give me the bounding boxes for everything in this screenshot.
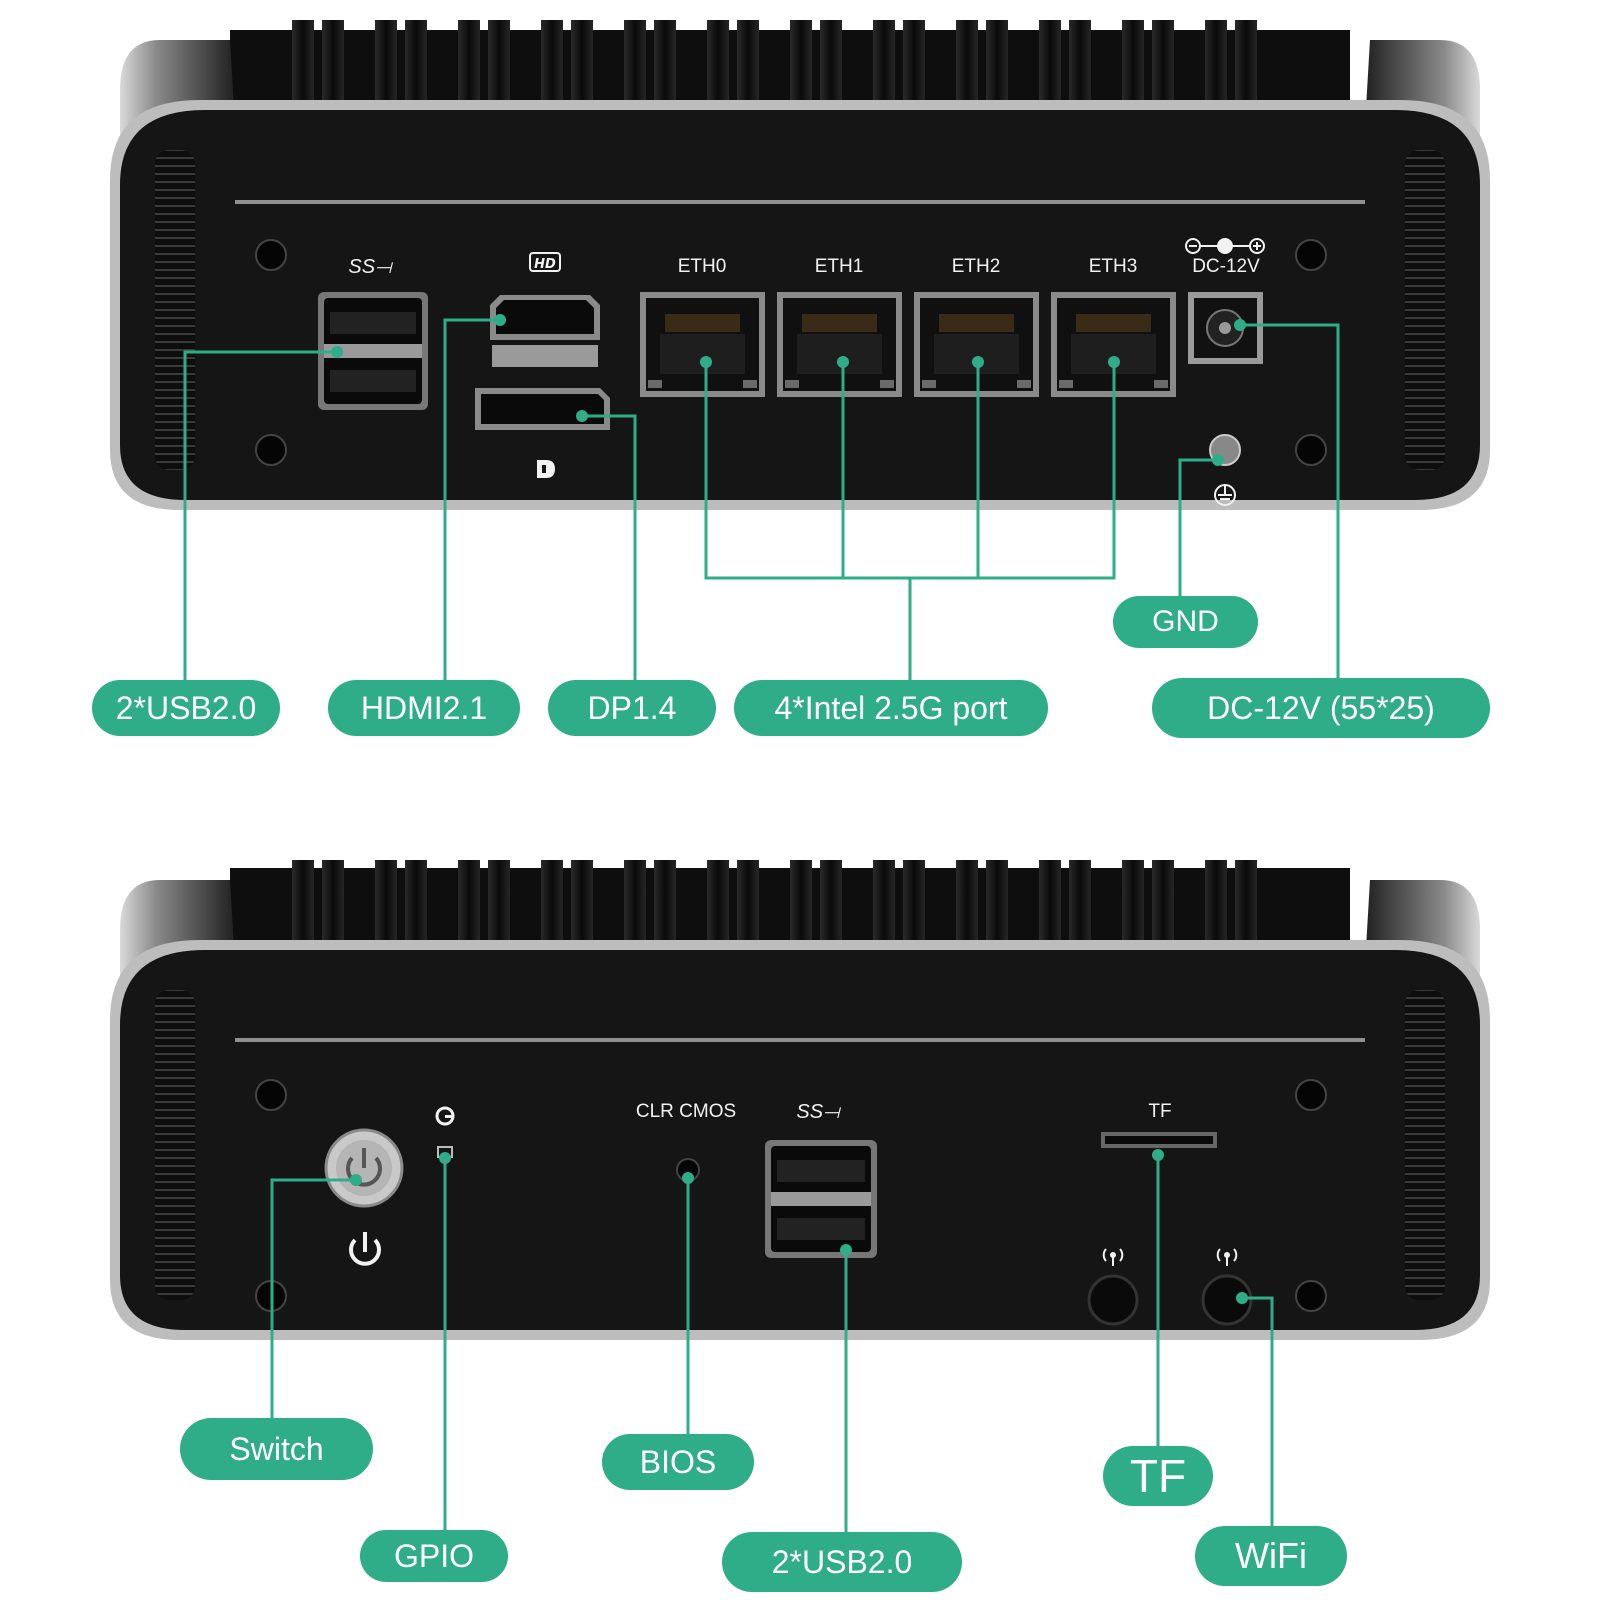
eth1-label: ETH1 — [814, 256, 864, 277]
callout-lines — [183, 318, 1340, 1555]
callout-dp: DP1.4 — [548, 680, 716, 736]
dc-polarity-icon — [1185, 238, 1265, 254]
bottom-usb-superspeed-label: SS⟞ — [796, 1101, 840, 1123]
callout-dc: DC-12V (55*25) — [1152, 678, 1490, 738]
callout-bottom-usb: 2*USB2.0 — [722, 1532, 962, 1592]
tf-slot-label: TF — [1148, 1101, 1172, 1122]
power-button — [324, 1128, 404, 1208]
dp-logo-icon — [537, 460, 555, 478]
gpio-icon — [435, 1106, 455, 1126]
top-usb-port — [318, 292, 428, 410]
top-ethernet-ports — [640, 292, 1176, 397]
tf-slot — [1101, 1132, 1217, 1148]
eth2-label: ETH2 — [951, 256, 1001, 277]
eth3-label: ETH3 — [1088, 256, 1138, 277]
svg-text:HD: HD — [534, 257, 556, 272]
callout-dots — [331, 314, 1248, 1304]
wifi-antenna-ports — [1087, 1274, 1253, 1326]
top-hdmi-port — [490, 295, 600, 367]
callout-switch: Switch — [180, 1418, 373, 1480]
callout-bios: BIOS — [602, 1434, 754, 1490]
callout-wifi: WiFi — [1195, 1526, 1347, 1586]
bottom-left-vent — [155, 990, 195, 1300]
hd-icon: HD — [529, 252, 561, 272]
power-icon — [349, 1232, 381, 1266]
callout-hdmi: HDMI2.1 — [328, 680, 520, 736]
bottom-device — [110, 860, 1490, 1340]
wifi-antenna-icon — [1102, 1248, 1238, 1266]
callout-gpio: GPIO — [360, 1530, 508, 1582]
top-device: HD — [110, 20, 1490, 510]
callout-top-usb: 2*USB2.0 — [92, 680, 280, 736]
top-dp-port — [475, 388, 610, 430]
clr-cmos-label: CLR CMOS — [635, 1101, 737, 1122]
dc-12v-label: DC-12V — [1192, 256, 1260, 277]
top-dc-jack — [1188, 292, 1263, 364]
bottom-right-vent — [1405, 990, 1445, 1300]
top-left-vent — [155, 150, 195, 470]
bottom-usb-port — [765, 1140, 877, 1258]
callout-tf: TF — [1103, 1446, 1213, 1506]
eth0-label: ETH0 — [677, 256, 727, 277]
top-usb-superspeed-label: SS⟞ — [348, 256, 392, 278]
callout-ethernet: 4*Intel 2.5G port — [734, 680, 1048, 736]
callout-gnd: GND — [1113, 596, 1258, 648]
top-right-vent — [1405, 150, 1445, 470]
ground-icon — [1214, 484, 1236, 506]
top-screws — [255, 239, 1327, 466]
